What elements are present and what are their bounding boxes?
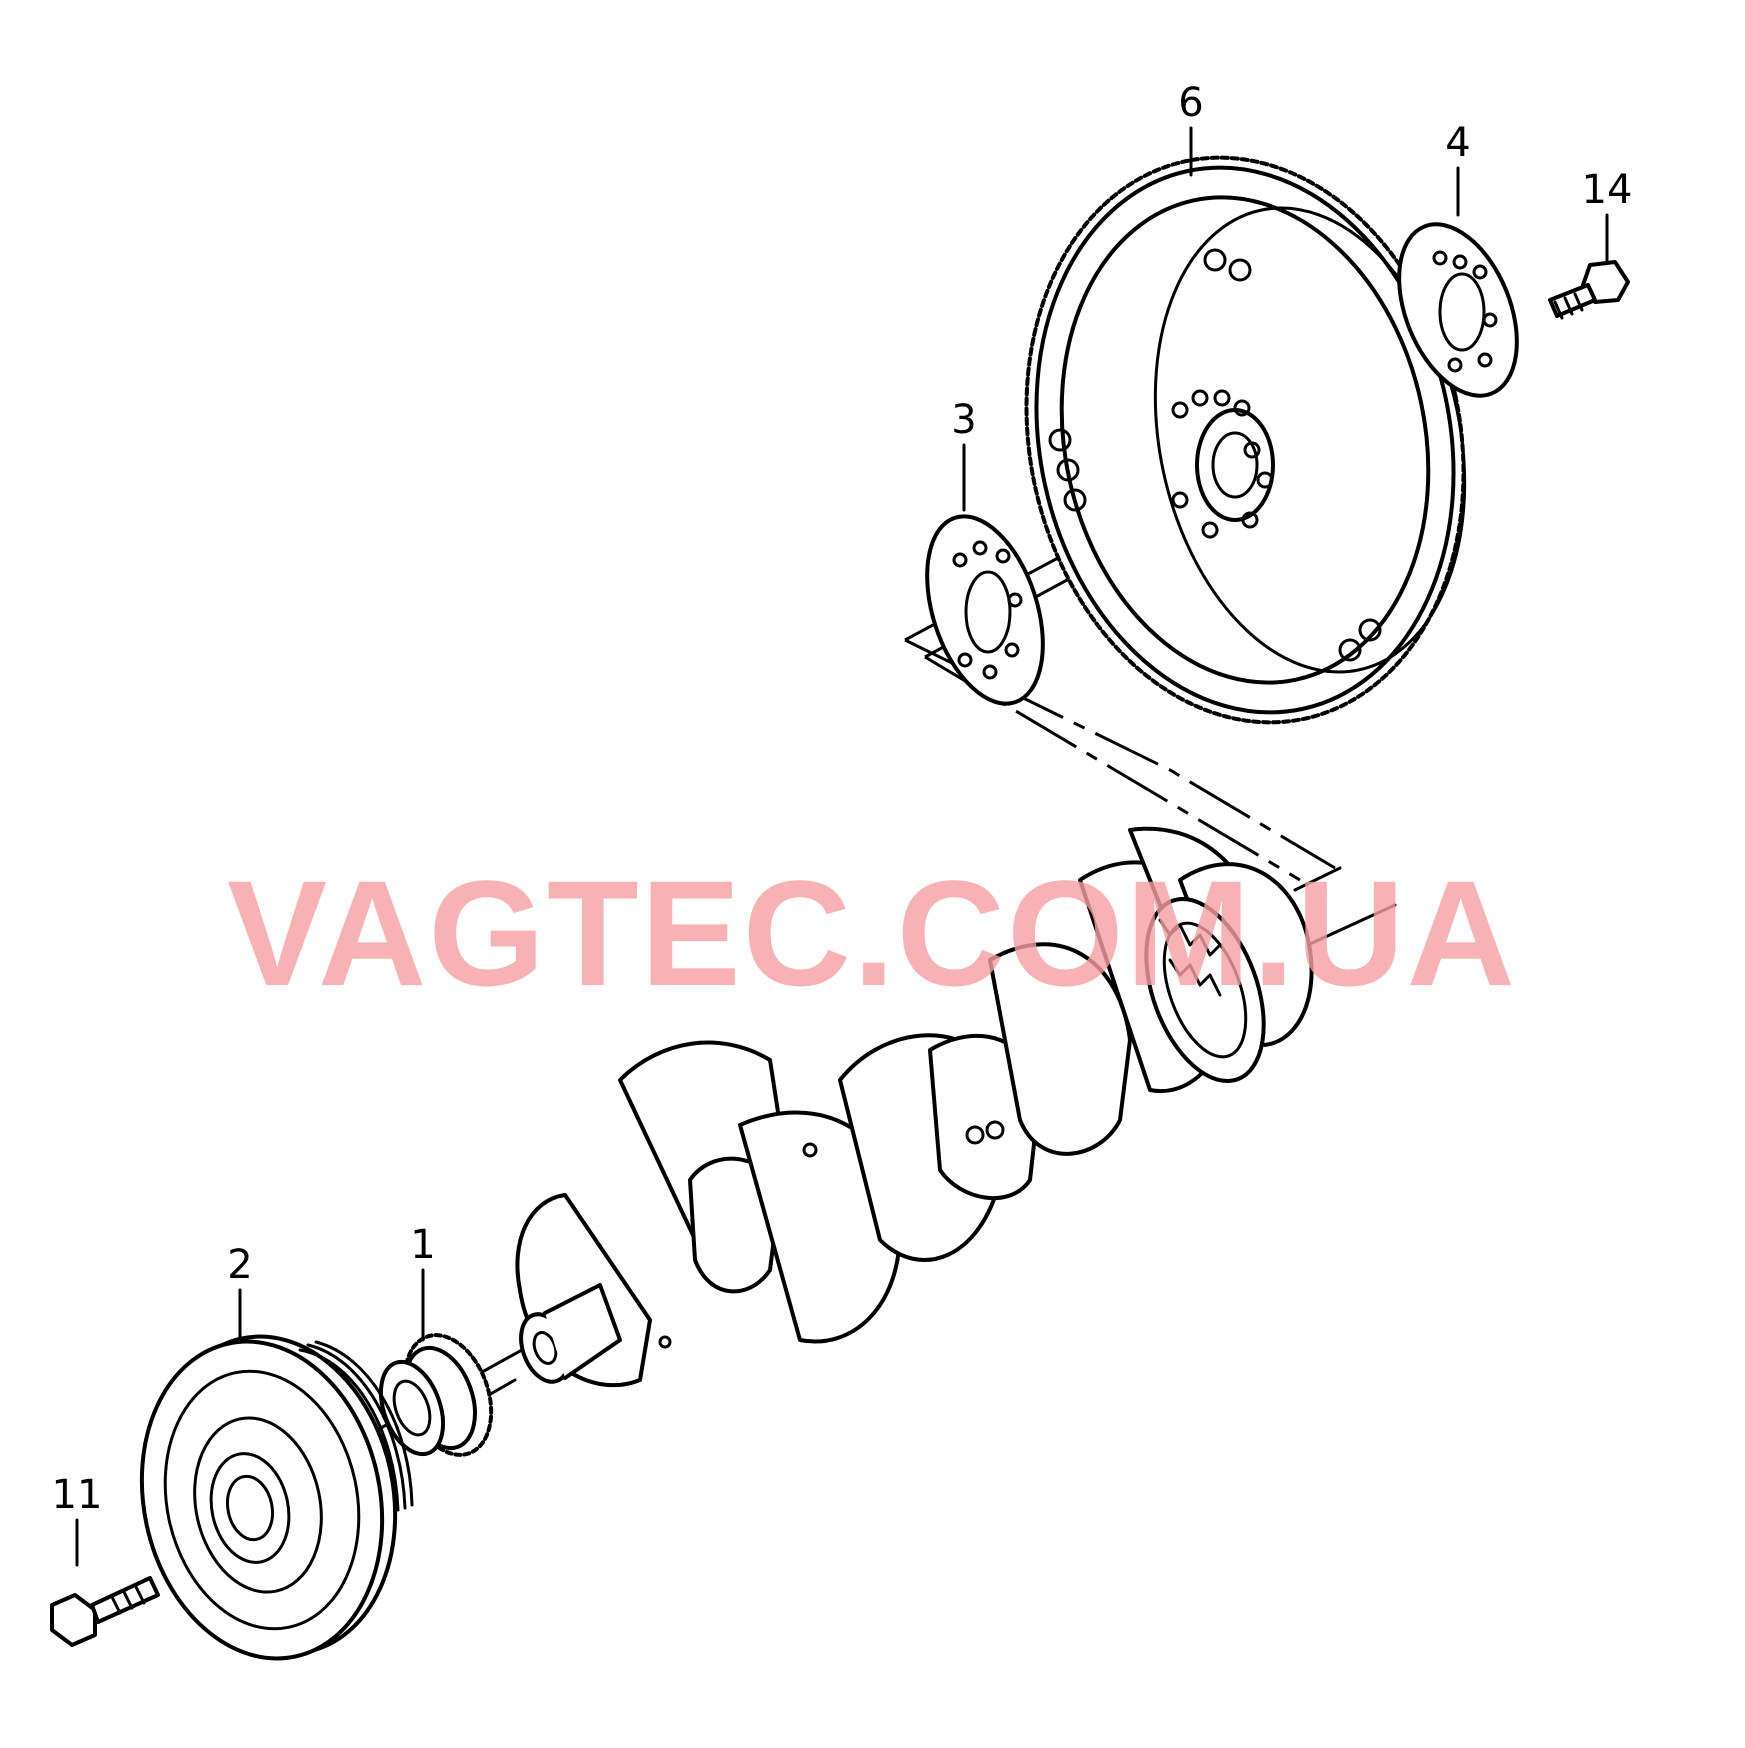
callout-6: 6 bbox=[1178, 80, 1203, 126]
plate-part-4 bbox=[1397, 222, 1519, 398]
callout-4: 4 bbox=[1445, 120, 1470, 166]
watermark-text: VAGTEC.COM.UA bbox=[227, 849, 1517, 1017]
callout-labels: 6 4 14 3 2 1 11 bbox=[52, 80, 1633, 1518]
plate-part-3 bbox=[925, 514, 1045, 706]
drive-plate-flywheel bbox=[1024, 155, 1467, 725]
callout-14: 14 bbox=[1582, 167, 1633, 213]
sprocket-part-1 bbox=[378, 1333, 494, 1457]
callout-11: 11 bbox=[52, 1472, 103, 1518]
crankshaft bbox=[515, 826, 1314, 1388]
callout-3: 3 bbox=[951, 397, 976, 443]
callout-1: 1 bbox=[410, 1222, 435, 1268]
callout-2: 2 bbox=[227, 1242, 252, 1288]
bolt-part-11 bbox=[50, 1576, 160, 1647]
callout-leaders bbox=[75, 126, 1609, 1567]
pulley-part-2 bbox=[139, 1334, 414, 1661]
bolt-part-14 bbox=[1548, 260, 1630, 320]
